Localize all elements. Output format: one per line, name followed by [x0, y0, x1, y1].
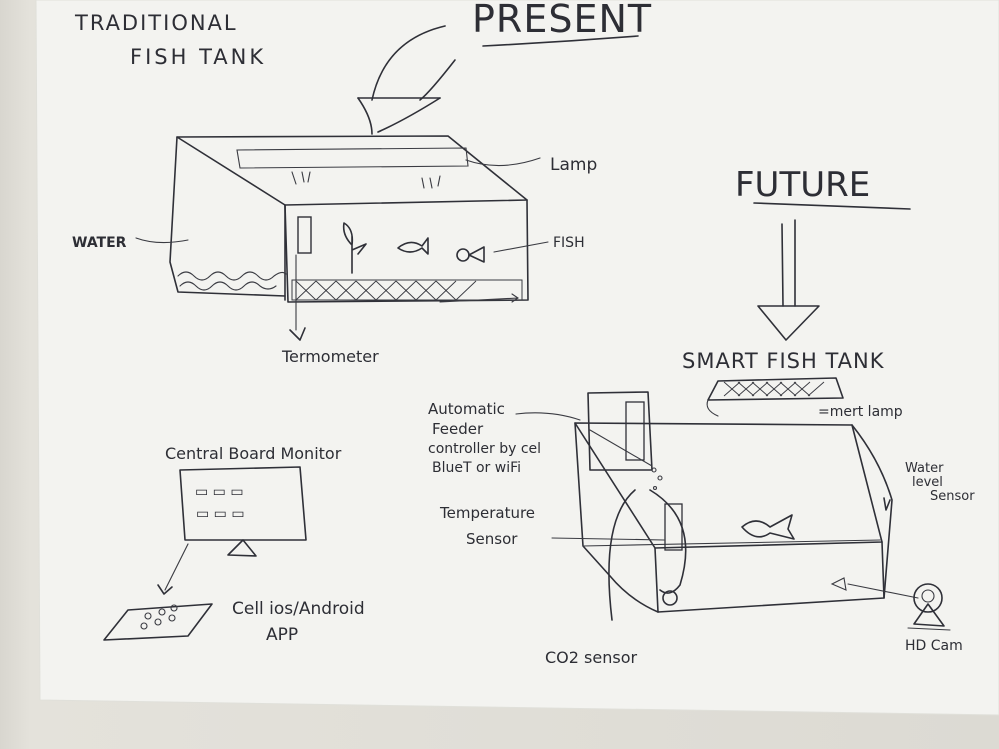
label-fish: FISH — [553, 235, 585, 251]
label-water-level-3: Sensor — [930, 489, 975, 504]
label-cell-app-2: APP — [266, 625, 298, 645]
label-feeder-4: BlueT or wiFi — [432, 460, 521, 476]
label-hd-cam: HD Cam — [905, 638, 963, 654]
traditional-tank — [169, 135, 529, 341]
svg-text:▭ ▭ ▭: ▭ ▭ ▭ — [195, 484, 244, 500]
label-temperature-2: Sensor — [466, 530, 518, 548]
label-water-level-2: level — [912, 475, 943, 490]
fish-leader — [493, 241, 549, 253]
future-underline — [753, 202, 911, 210]
future-arrow — [757, 219, 820, 341]
label-feeder-1: Automatic — [428, 400, 505, 418]
present-underline — [482, 35, 639, 47]
present-arrow — [357, 25, 456, 135]
label-temperature-1: Temperature — [439, 504, 535, 522]
lamp-leader — [465, 157, 541, 167]
label-smart-lamp: =mert lamp — [818, 404, 903, 420]
label-central-board: Central Board Monitor — [165, 444, 342, 463]
label-feeder-2: Feeder — [432, 420, 484, 438]
svg-text:▭ ▭ ▭: ▭ ▭ ▭ — [196, 506, 245, 522]
label-water-level-1: Water — [905, 461, 944, 476]
title-fish-tank: FISH TANK — [130, 45, 266, 69]
monitor-icon: ▭ ▭ ▭ ▭ ▭ ▭ — [157, 466, 307, 595]
label-cell-app-1: Cell ios/Android — [232, 599, 365, 619]
smart-tank — [574, 377, 919, 621]
water-leader — [135, 237, 189, 244]
title-future: FUTURE — [735, 165, 870, 205]
label-feeder-3: controller by cel — [428, 441, 541, 457]
title-smart-fish-tank: SMART FISH TANK — [682, 349, 885, 373]
phone-app-icon — [103, 603, 213, 641]
title-traditional: TRADITIONAL — [74, 11, 238, 35]
hd-cam-icon — [907, 583, 951, 631]
feeder-leader — [515, 412, 581, 421]
temperature-leader — [551, 537, 665, 541]
label-water: WATER — [72, 235, 127, 251]
label-termometer: Termometer — [281, 347, 379, 366]
title-present: PRESENT — [472, 0, 652, 41]
label-lamp: Lamp — [550, 155, 597, 175]
label-co2-sensor: CO2 sensor — [545, 648, 637, 667]
